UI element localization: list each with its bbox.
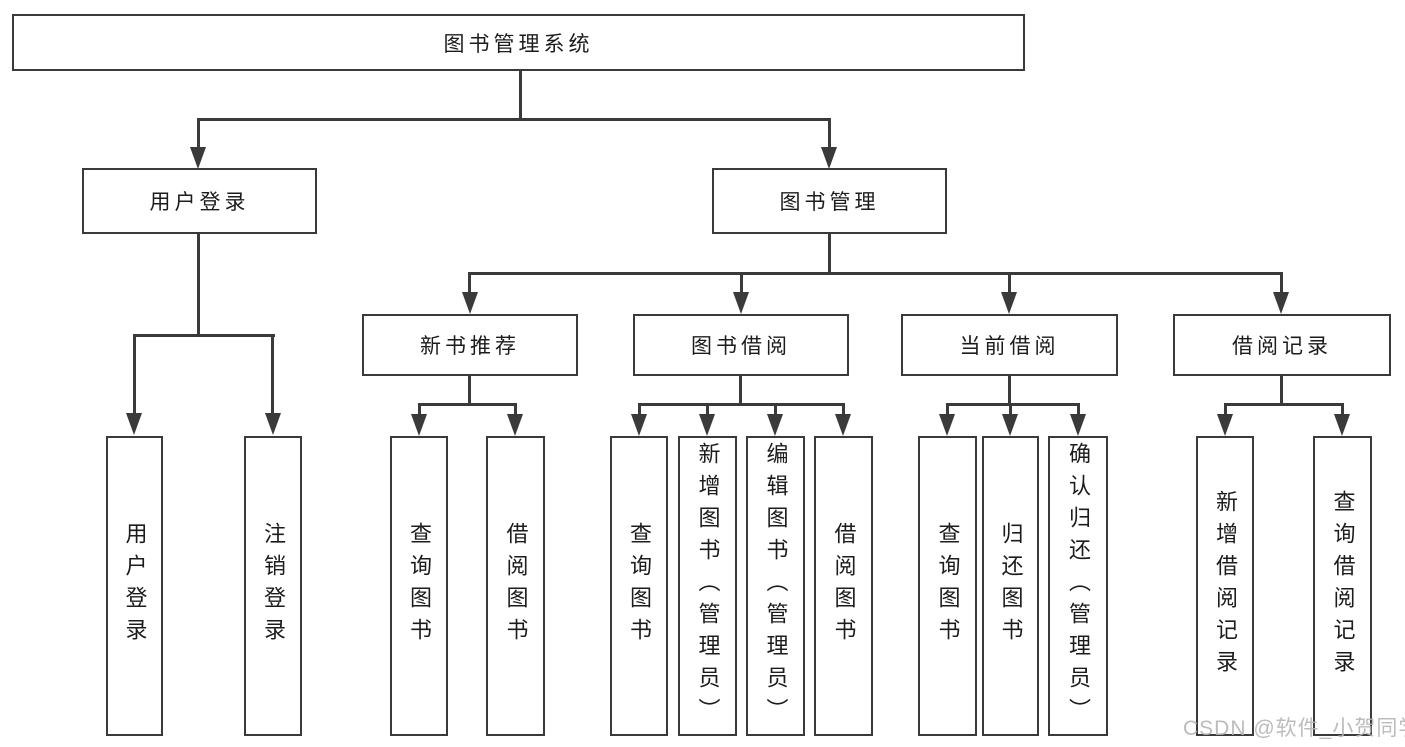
arrowhead-icon	[699, 414, 715, 436]
leaf-logout: 注销登录	[244, 436, 302, 736]
connector-line	[1077, 403, 1080, 417]
node-library-management-system: 图书管理系统	[12, 14, 1025, 71]
leaf-return-book: 归还图书	[982, 436, 1039, 736]
connector-line	[519, 71, 522, 120]
leaf-edit-book-admin: 编辑图书（管理员）	[746, 436, 805, 736]
connector-line	[468, 376, 471, 406]
leaf-query-books-current: 查询图书	[918, 436, 977, 736]
connector-line	[740, 272, 743, 296]
connector-line	[842, 403, 845, 417]
connector-line	[638, 403, 641, 417]
connector-line	[133, 334, 136, 415]
arrowhead-icon	[1001, 292, 1017, 314]
connector-line	[828, 234, 831, 275]
leaf-query-books-recommend: 查询图书	[390, 436, 448, 736]
connector-line	[133, 334, 275, 337]
connector-line	[468, 272, 1283, 275]
connector-line	[739, 376, 742, 406]
arrowhead-icon	[767, 414, 783, 436]
arrowhead-icon	[939, 414, 955, 436]
leaf-borrow-books: 借阅图书	[814, 436, 873, 736]
leaf-query-books-borrow: 查询图书	[610, 436, 668, 736]
node-borrowing-records: 借阅记录	[1173, 314, 1391, 376]
node-book-management: 图书管理	[712, 168, 947, 234]
arrowhead-icon	[733, 292, 749, 314]
arrowhead-icon	[507, 414, 523, 436]
arrowhead-icon	[462, 292, 478, 314]
connector-line	[946, 403, 949, 417]
arrowhead-icon	[190, 147, 206, 169]
arrowhead-icon	[1070, 414, 1086, 436]
leaf-add-borrow-record: 新增借阅记录	[1196, 436, 1254, 736]
connector-line	[514, 403, 517, 417]
connector-line	[1009, 403, 1012, 417]
connector-line	[1224, 403, 1343, 406]
arrowhead-icon	[1217, 414, 1233, 436]
connector-line	[828, 118, 831, 150]
arrowhead-icon	[631, 414, 647, 436]
arrowhead-icon	[1002, 414, 1018, 436]
node-new-book-recommendation: 新书推荐	[362, 314, 578, 376]
csdn-watermark: CSDN @软件_小贺同学	[1183, 717, 1405, 740]
connector-line	[197, 118, 200, 150]
node-current-borrowing: 当前借阅	[901, 314, 1118, 376]
connector-line	[1280, 376, 1283, 406]
connector-line	[418, 403, 421, 417]
arrowhead-icon	[411, 414, 427, 436]
connector-line	[1224, 403, 1227, 417]
connector-line	[197, 234, 200, 336]
connector-line	[198, 118, 831, 121]
connector-line	[706, 403, 709, 417]
connector-line	[946, 403, 1080, 406]
leaf-confirm-return-admin: 确认归还（管理员）	[1048, 436, 1108, 736]
connector-line	[774, 403, 777, 417]
connector-line	[1008, 376, 1011, 406]
connector-line	[638, 403, 845, 406]
connector-line	[1280, 272, 1283, 296]
arrowhead-icon	[1334, 414, 1350, 436]
connector-line	[1341, 403, 1344, 417]
arrowhead-icon	[126, 413, 142, 435]
connector-line	[418, 403, 517, 406]
connector-line	[1008, 272, 1011, 296]
leaf-user-login: 用户登录	[106, 436, 163, 736]
arrowhead-icon	[835, 414, 851, 436]
arrowhead-icon	[1273, 292, 1289, 314]
connector-line	[468, 272, 471, 296]
node-user-login: 用户登录	[82, 168, 317, 234]
leaf-add-book-admin: 新增图书（管理员）	[678, 436, 737, 736]
node-book-borrowing: 图书借阅	[633, 314, 849, 376]
arrowhead-icon	[821, 147, 837, 169]
arrowhead-icon	[265, 413, 281, 435]
leaf-query-borrow-record: 查询借阅记录	[1313, 436, 1372, 736]
connector-line	[271, 334, 274, 415]
leaf-borrow-books-recommend: 借阅图书	[486, 436, 545, 736]
